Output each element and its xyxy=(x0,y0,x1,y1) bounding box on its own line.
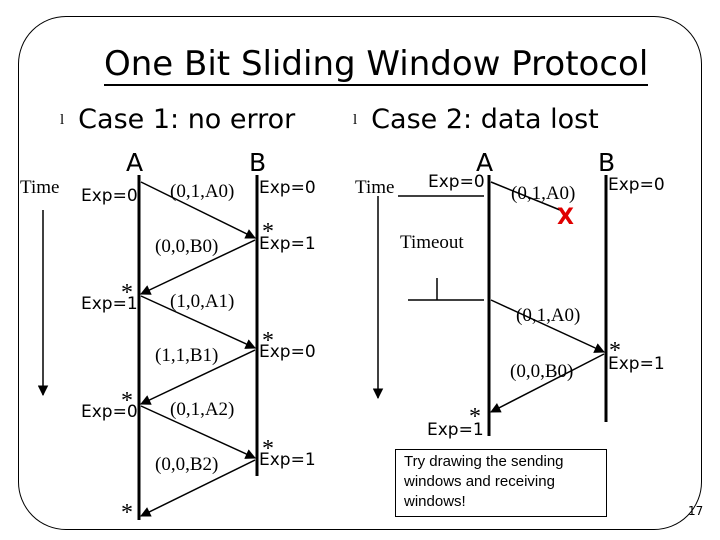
slide-frame xyxy=(18,16,702,530)
case2-frame-0: (0,1,A0) xyxy=(511,183,576,204)
case1-frame-0: (0,1,A0) xyxy=(170,181,235,202)
case2-label-b: B xyxy=(598,148,616,177)
case1-frame-2: (1,0,A1) xyxy=(170,291,235,312)
star-mark: * xyxy=(262,219,274,245)
case2-frame-2: (0,0,B0) xyxy=(510,361,574,382)
case1-label-a: A xyxy=(126,148,144,177)
case1-frame-3: (1,1,B1) xyxy=(155,345,219,366)
arrow-b2 xyxy=(140,459,256,517)
arrow-a0-lost xyxy=(490,181,561,211)
case1-time-label: Time xyxy=(20,177,60,198)
case2-frame-1: (0,1,A0) xyxy=(516,305,581,326)
case2-timeout-label: Timeout xyxy=(400,232,464,253)
case2-b-exp-1: Exp=1 xyxy=(608,354,665,374)
case1-b-exp-0: Exp=0 xyxy=(259,178,316,198)
case2-a-exp-1: Exp=1 xyxy=(427,420,484,440)
case1-label-b: B xyxy=(249,148,267,177)
message-arrows xyxy=(140,181,605,517)
star-mark: * xyxy=(121,500,133,526)
arrow-a0-resend xyxy=(490,299,605,353)
arrow-a0 xyxy=(140,181,256,239)
star-mark: * xyxy=(469,404,481,430)
star-mark: * xyxy=(121,388,133,414)
case2-time-label: Time xyxy=(355,177,395,198)
star-mark: * xyxy=(121,280,133,306)
case2-heading: l Case 2: data lost xyxy=(353,106,599,133)
case1-b-exp-2: Exp=0 xyxy=(259,342,316,362)
hint-note: Try drawing the sending windows and rece… xyxy=(395,449,607,517)
arrow-b0 xyxy=(490,353,605,413)
case1-heading-text: Case 1: no error xyxy=(78,104,296,135)
case1-frame-5: (0,0,B2) xyxy=(155,454,219,475)
time-arrows xyxy=(37,195,484,400)
slide-title: One Bit Sliding Window Protocol xyxy=(104,44,649,86)
arrow-b1 xyxy=(140,349,256,405)
case1-a-exp-0: Exp=0 xyxy=(81,186,138,206)
page-number: 17 xyxy=(688,504,704,518)
timeline-group xyxy=(137,175,608,520)
arrow-a1 xyxy=(140,295,256,349)
case1-heading: l Case 1: no error xyxy=(60,106,295,133)
case1-b-exp-1: Exp=1 xyxy=(259,234,316,254)
case2-a-exp-0: Exp=0 xyxy=(428,172,485,192)
case2-label-a: A xyxy=(476,148,494,177)
arrow-b0 xyxy=(140,239,256,295)
case2-b-exp-0: Exp=0 xyxy=(608,175,665,195)
arrow-a2 xyxy=(140,405,256,459)
case1-a-exp-2: Exp=0 xyxy=(81,402,138,422)
case1-frame-1: (0,0,B0) xyxy=(155,236,219,257)
bullet-icon: l xyxy=(353,112,358,128)
case1-b-exp-3: Exp=1 xyxy=(259,450,316,470)
case2-heading-text: Case 2: data lost xyxy=(371,104,599,135)
case1-frame-4: (0,1,A2) xyxy=(170,399,235,420)
star-mark: * xyxy=(262,436,274,462)
star-mark: * xyxy=(609,338,621,364)
star-mark: * xyxy=(262,328,274,354)
case1-a-exp-1: Exp=1 xyxy=(81,294,138,314)
lost-x-icon: X xyxy=(557,205,574,230)
bullet-icon: l xyxy=(60,112,65,128)
